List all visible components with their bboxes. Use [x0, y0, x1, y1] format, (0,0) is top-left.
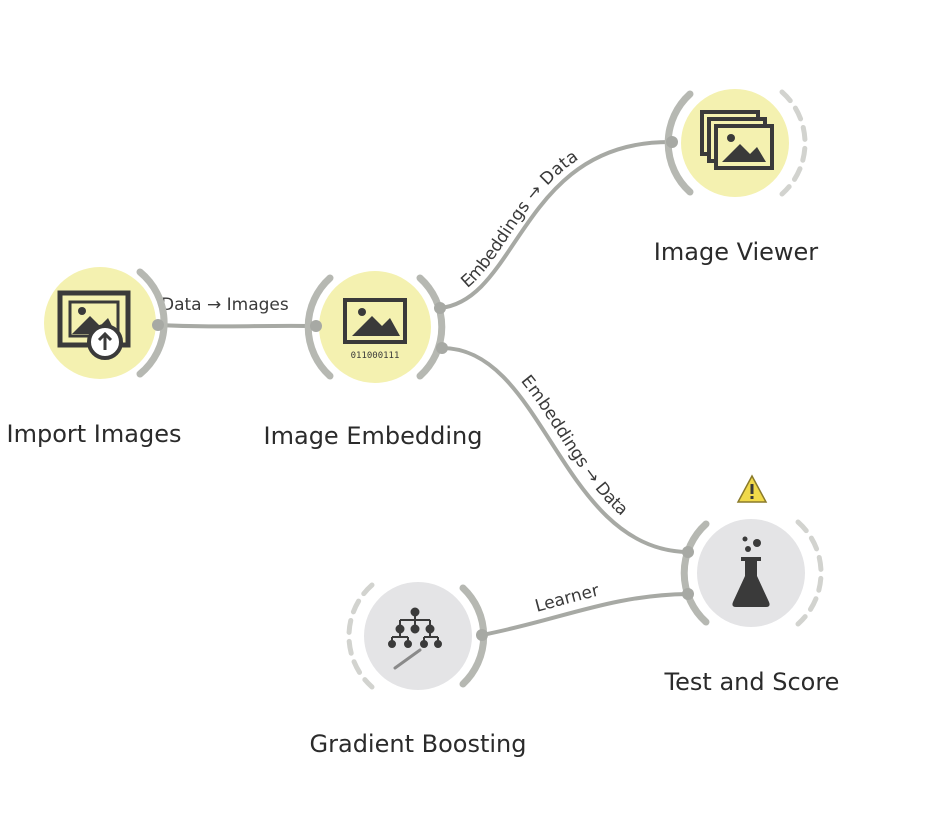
input-anchor[interactable]: [310, 320, 322, 332]
output-anchor[interactable]: [152, 319, 164, 331]
flask-icon: [732, 536, 770, 607]
link-embedding-to-viewer[interactable]: Embeddings → Data: [438, 139, 674, 310]
tree-ensemble-icon: [388, 607, 442, 670]
output-channel-arc: [136, 268, 168, 378]
image-binary-icon: 011000111: [343, 298, 407, 361]
link-boosting-to-test[interactable]: Learner: [480, 581, 690, 637]
input-anchor[interactable]: [682, 546, 694, 558]
svg-text:Learner: Learner: [533, 581, 601, 617]
link-import-to-embedding[interactable]: Data → Images: [155, 295, 316, 329]
input-channel-arc: [680, 520, 710, 626]
image-stack-icon: [700, 110, 774, 170]
node-import-images[interactable]: Import Images: [7, 267, 182, 448]
link-label: Learner: [533, 581, 601, 617]
node-image-embedding[interactable]: 011000111 Image Embedding: [264, 271, 483, 450]
node-gradient-boosting[interactable]: Gradient Boosting: [310, 582, 527, 758]
svg-text:Embeddings → Data: Embeddings → Data: [457, 147, 581, 293]
link-label: Data → Images: [161, 295, 289, 315]
link-label: Embeddings → Data: [517, 371, 632, 520]
input-anchor[interactable]: [682, 588, 694, 600]
node-body[interactable]: [364, 582, 472, 690]
input-channel-arc: [304, 274, 334, 380]
link-label: Embeddings → Data: [457, 147, 581, 293]
node-image-viewer[interactable]: Image Viewer: [654, 89, 819, 266]
node-label: Image Viewer: [654, 238, 819, 266]
image-upload-icon: [57, 290, 131, 360]
binary-caption: 011000111: [351, 351, 400, 361]
node-label: Image Embedding: [264, 422, 483, 450]
output-anchor[interactable]: [436, 342, 448, 354]
node-label: Import Images: [7, 420, 182, 448]
output-anchor[interactable]: [476, 629, 488, 641]
node-label: Test and Score: [664, 668, 840, 696]
svg-text:Embeddings → Data: Embeddings → Data: [517, 371, 632, 520]
input-anchor[interactable]: [666, 136, 678, 148]
warning-icon[interactable]: [736, 474, 768, 503]
node-test-and-score[interactable]: Test and Score: [664, 474, 840, 696]
output-anchor[interactable]: [434, 302, 446, 314]
output-channel-arc: [416, 274, 446, 380]
link-embedding-to-test[interactable]: Embeddings → Data: [440, 346, 690, 554]
node-label: Gradient Boosting: [310, 730, 527, 758]
